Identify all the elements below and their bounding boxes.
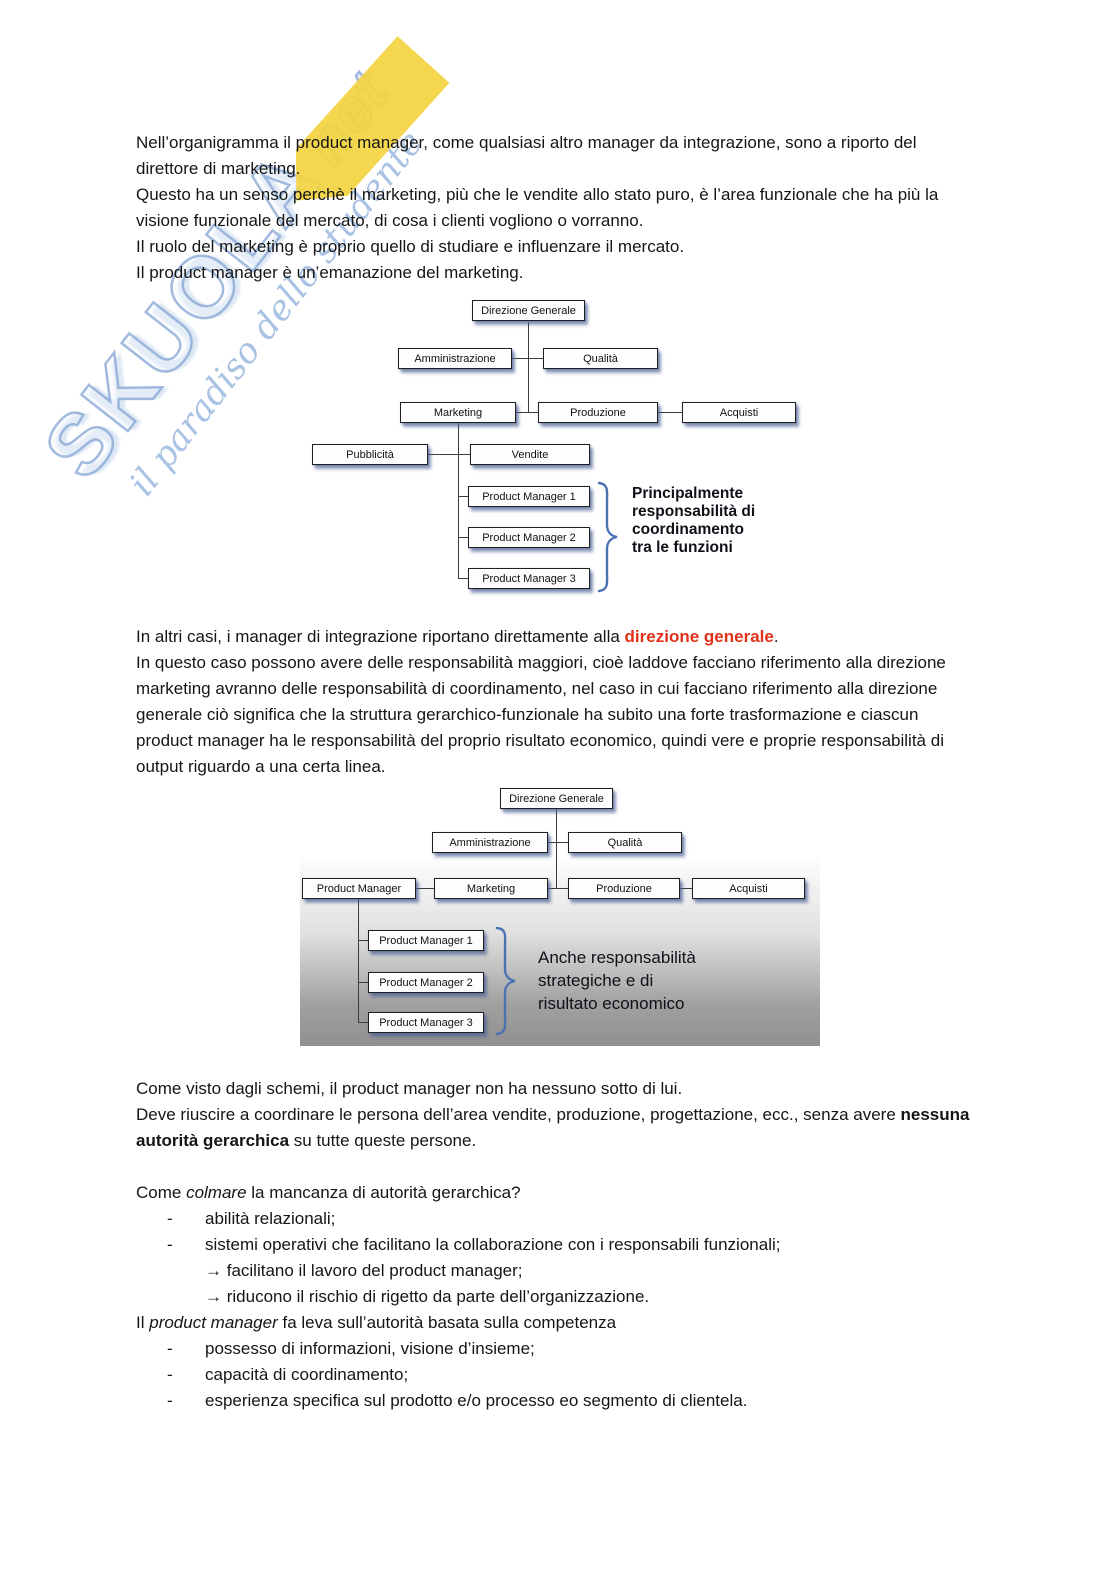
- list-item-text: possesso di informazioni, visione d’insi…: [205, 1339, 535, 1358]
- paragraph: Deve riuscire a coordinare le persona de…: [136, 1102, 974, 1154]
- chart-caption-line: responsabilità di: [632, 503, 756, 520]
- org-node-acquisti: Acquisti: [682, 402, 796, 423]
- paragraph: Come visto dagli schemi, il product mana…: [136, 1079, 683, 1098]
- connector-line: [458, 537, 468, 538]
- chart-caption-line: Principalmente: [632, 485, 744, 502]
- connector-line: [458, 496, 468, 497]
- list-item-text: esperienza specifica sul prodotto e/o pr…: [205, 1391, 748, 1410]
- connector-line: [416, 888, 692, 889]
- list-marker: -: [167, 1235, 173, 1254]
- connector-line: [458, 454, 470, 455]
- text-segment: su tutte queste persone.: [289, 1131, 477, 1150]
- second-section-paragraphs: In altri casi, i manager di integrazione…: [136, 624, 974, 780]
- org-node-direzione-generale: Direzione Generale: [500, 788, 613, 809]
- connector-line: [458, 578, 468, 579]
- chart-caption: Anche responsabilità strategiche e di ri…: [538, 946, 723, 1015]
- list-marker: -: [167, 1391, 173, 1410]
- text-segment: .: [773, 627, 779, 646]
- list-item: - abilità relazionali;: [136, 1206, 974, 1232]
- paragraph: Come colmare la mancanza di autorità ger…: [136, 1180, 974, 1206]
- org-node-marketing: Marketing: [434, 878, 548, 899]
- org-chart-1: Direzione Generale Amministrazione Quali…: [300, 295, 860, 615]
- paragraph: Il product manager fa leva sull’autorità…: [136, 1310, 974, 1336]
- connector-line: [458, 423, 459, 579]
- org-node-product-manager-3: Product Manager 3: [368, 1012, 484, 1033]
- highlighted-term: direzione generale: [624, 627, 774, 646]
- text-segment: Il: [136, 1313, 150, 1332]
- connector-line: [358, 1022, 368, 1023]
- list-item-text: capacità di coordinamento;: [205, 1365, 409, 1384]
- connector-line: [512, 358, 528, 359]
- org-node-acquisti: Acquisti: [692, 878, 805, 899]
- connector-line: [528, 358, 543, 359]
- org-node-product-manager-2: Product Manager 2: [368, 972, 484, 993]
- list-marker: -: [167, 1209, 173, 1228]
- connector-line: [528, 322, 529, 413]
- chart-caption-line: Anche responsabilità: [538, 948, 696, 967]
- brace-icon: [495, 926, 516, 1036]
- text-segment: In altri casi, i manager di integrazione…: [136, 627, 625, 646]
- chart-caption-line: coordinamento: [632, 521, 744, 538]
- paragraph: In altri casi, i manager di integrazione…: [136, 624, 974, 650]
- chart-caption-line: risultato economico: [538, 994, 685, 1013]
- paragraph: Nell’organigramma il product manager, co…: [136, 133, 917, 178]
- org-node-product-manager-2: Product Manager 2: [468, 527, 590, 548]
- connector-line: [358, 940, 368, 941]
- list-item: - sistemi operativi che facilitano la col…: [136, 1232, 974, 1258]
- org-chart-2: Direzione Generale Amministrazione Quali…: [300, 782, 860, 1048]
- list-item-text: sistemi operativi che facilitano la coll…: [205, 1235, 781, 1254]
- org-node-qualita: Qualità: [543, 348, 658, 369]
- org-node-produzione: Produzione: [538, 402, 658, 423]
- chart-caption-line: tra le funzioni: [632, 539, 733, 556]
- list-item: - esperienza specifica sul prodotto e/o p…: [136, 1388, 974, 1414]
- arrow-note: → riducono il rischio di rigetto da part…: [205, 1287, 650, 1306]
- paragraph: Il product manager è un’emanazione del m…: [136, 263, 524, 282]
- org-node-vendite: Vendite: [470, 444, 590, 465]
- org-node-product-manager-3: Product Manager 3: [468, 568, 590, 589]
- italic-term: colmare: [186, 1183, 247, 1202]
- list-marker: -: [167, 1365, 173, 1384]
- org-node-product-manager-1: Product Manager 1: [368, 930, 484, 951]
- connector-line: [428, 454, 458, 455]
- list-item-text: abilità relazionali;: [205, 1209, 336, 1228]
- italic-term: product manager: [149, 1313, 278, 1332]
- connector-line: [556, 842, 568, 843]
- chart-caption: Principalmente responsabilità di coordin…: [632, 485, 782, 557]
- list-item: - possesso di informazioni, visione d’ins…: [136, 1336, 974, 1362]
- brace-icon: [597, 481, 618, 593]
- connector-line: [358, 982, 368, 983]
- org-node-produzione: Produzione: [568, 878, 680, 899]
- org-node-direzione-generale: Direzione Generale: [472, 300, 585, 321]
- org-node-pubblicita: Pubblicità: [312, 444, 428, 465]
- intro-paragraphs: Nell’organigramma il product manager, co…: [136, 130, 974, 286]
- list-item: - capacità di coordinamento;: [136, 1362, 974, 1388]
- text-segment: la mancanza di autorità gerarchica?: [246, 1183, 521, 1202]
- text-segment: Deve riuscire a coordinare le persona de…: [136, 1105, 901, 1124]
- paragraph: In questo caso possono avere delle respo…: [136, 653, 946, 776]
- org-node-amministrazione: Amministrazione: [398, 348, 512, 369]
- connector-line: [548, 842, 556, 843]
- paragraph: Questo ha un senso perchè il marketing, …: [136, 185, 939, 230]
- org-node-product-manager: Product Manager: [302, 878, 416, 899]
- connector-line: [358, 899, 359, 1023]
- chart-caption-line: strategiche e di: [538, 971, 654, 990]
- org-node-qualita: Qualità: [568, 832, 682, 853]
- text-segment: Come: [136, 1183, 187, 1202]
- org-node-product-manager-1: Product Manager 1: [468, 486, 590, 507]
- bold-term: nessuna autorità gerarchica: [136, 1105, 970, 1150]
- scheme-conclusion-paragraphs: Come visto dagli schemi, il product mana…: [136, 1076, 974, 1154]
- text-segment: fa leva sull’autorità basata sulla compe…: [277, 1313, 617, 1332]
- list-marker: -: [167, 1339, 173, 1358]
- competence-section: Come colmare la mancanza di autorità ger…: [136, 1180, 974, 1414]
- org-node-marketing: Marketing: [400, 402, 516, 423]
- org-node-amministrazione: Amministrazione: [432, 832, 548, 853]
- connector-line: [556, 809, 557, 889]
- paragraph: Il ruolo del marketing è proprio quello …: [136, 237, 685, 256]
- arrow-note: → facilitano il lavoro del product manag…: [205, 1261, 523, 1280]
